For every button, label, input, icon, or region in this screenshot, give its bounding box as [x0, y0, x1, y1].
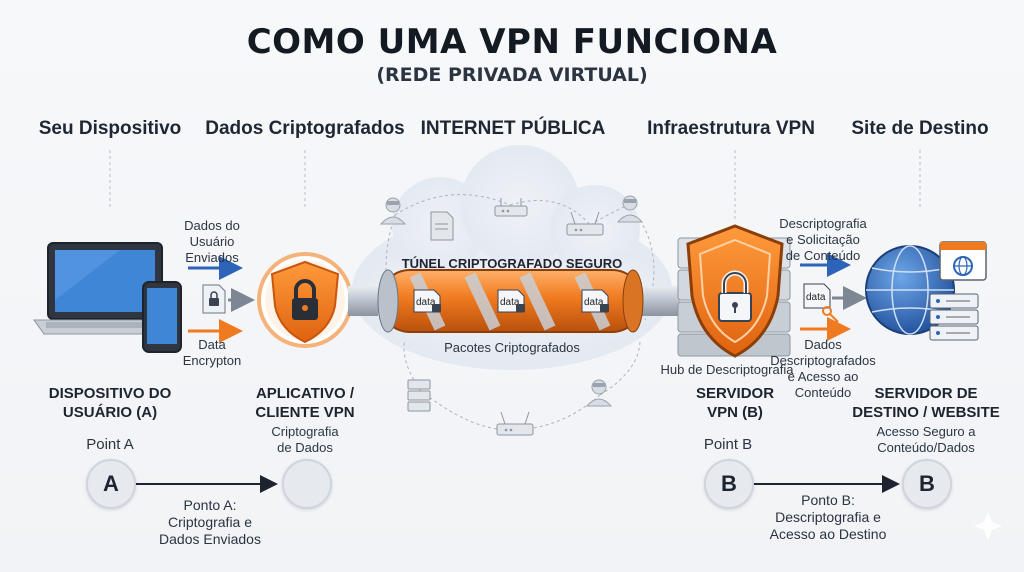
device-label-2: USUÁRIO (A): [62, 404, 158, 421]
client-sub-2: de Dados: [277, 440, 333, 455]
point-b-label: Point B: [703, 436, 753, 453]
column-destination-header: Site de Destino: [851, 118, 989, 139]
right-flow-bottom-label-4: Conteúdo: [794, 385, 852, 400]
column-infra-header: Infraestrutura VPN: [647, 118, 815, 139]
tunnel-packet-label: data: [500, 297, 520, 308]
point-a-caption-2: Criptografia e: [167, 514, 253, 530]
left-flow-bottom-label-1: Data: [198, 337, 226, 352]
router-icon: [566, 211, 604, 236]
right-packet-label: data: [806, 292, 826, 303]
client-label-1: APLICATIVO /: [255, 385, 355, 402]
destination-label-1: SERVIDOR DE: [874, 385, 978, 402]
point-b-caption-1: Ponto B:: [801, 492, 855, 508]
web-page-icon: [939, 241, 987, 281]
hacker-icon: [585, 379, 613, 407]
client-label-2: CLIENTE VPN: [255, 404, 355, 421]
hacker-icon: [616, 195, 644, 223]
tunnel-packet: data: [581, 289, 609, 313]
hacker-icon: [379, 197, 407, 225]
left-flow-top-label-3: Enviados: [185, 250, 239, 265]
column-encrypted-header: Dados Criptografados: [205, 118, 405, 139]
point-a-caption-3: Dados Enviados: [159, 531, 261, 547]
server-stack-icon: [929, 293, 979, 341]
point-a-label: Point A: [86, 436, 134, 453]
destination-sub-1: Acesso Seguro a: [876, 424, 976, 439]
column-guide-lines: [109, 150, 921, 222]
tunnel-packet-label: data: [584, 297, 604, 308]
right-flow-top-label-2: e Solicitação: [786, 232, 860, 247]
hub-label: Hub de Descriptografia: [660, 362, 794, 377]
server-label-2: VPN (B): [707, 404, 763, 421]
client-sub-1: Criptografia: [271, 424, 339, 439]
server-label-1: SERVIDOR: [695, 385, 775, 402]
phone-icon: [142, 281, 182, 353]
client-shield-icon: [257, 252, 353, 348]
destination-label-2: DESTINO / WEBSITE: [852, 404, 1000, 421]
tunnel-title: TÚNEL CRIPTOGRAFADO SEGURO: [401, 256, 623, 271]
server-rack-icon: [407, 379, 431, 412]
right-flow-bottom-label-2: Descriptografados: [770, 353, 876, 368]
tunnel-packet-label: data: [416, 297, 436, 308]
column-internet-header: INTERNET PÚBLICA: [420, 118, 606, 139]
point-b-caption-2: Descriptografia e: [775, 509, 881, 525]
vpn-server-icon: [677, 224, 791, 358]
locked-document-icon: [202, 284, 226, 314]
left-flow-top-label-2: Usuário: [189, 234, 235, 249]
point-a-end-circle: [282, 459, 332, 509]
sparkle-icon: [974, 512, 1002, 540]
column-device-header: Seu Dispositivo: [38, 118, 182, 139]
page-title: COMO UMA VPN FUNCIONA: [246, 22, 778, 62]
device-label-1: DISPOSITIVO DO: [48, 385, 172, 402]
right-flow-top-label-3: de Conteúdo: [785, 248, 861, 263]
laptop-icon: [33, 242, 177, 335]
point-b-caption-3: Acesso ao Destino: [769, 526, 887, 542]
point-b-badge: B: [704, 459, 754, 509]
tunnel-caption: Pacotes Criptografados: [444, 340, 580, 355]
page-subtitle: (REDE PRIVADA VIRTUAL): [376, 64, 648, 86]
tunnel-packet: data: [413, 289, 441, 313]
tunnel-packet: data: [497, 289, 525, 313]
point-a-caption-1: Ponto A:: [183, 497, 237, 513]
right-flow-top-label-1: Descriptografia: [779, 216, 867, 231]
router-icon: [496, 411, 534, 436]
point-b-end-badge: B: [902, 459, 952, 509]
router-icon: [494, 198, 528, 217]
point-a-badge: A: [86, 459, 136, 509]
data-packet-icon: data: [803, 283, 831, 309]
destination-sub-2: Conteúdo/Dados: [877, 440, 975, 455]
key-icon: [822, 306, 839, 323]
document-icon: [430, 211, 454, 241]
right-flow-bottom-label-3: e Acesso ao: [787, 369, 859, 384]
left-flow-bottom-label-2: Encrypton: [182, 353, 242, 368]
right-flow-bottom-label-1: Dados: [804, 337, 842, 352]
left-flow-top-label-1: Dados do: [184, 218, 240, 233]
